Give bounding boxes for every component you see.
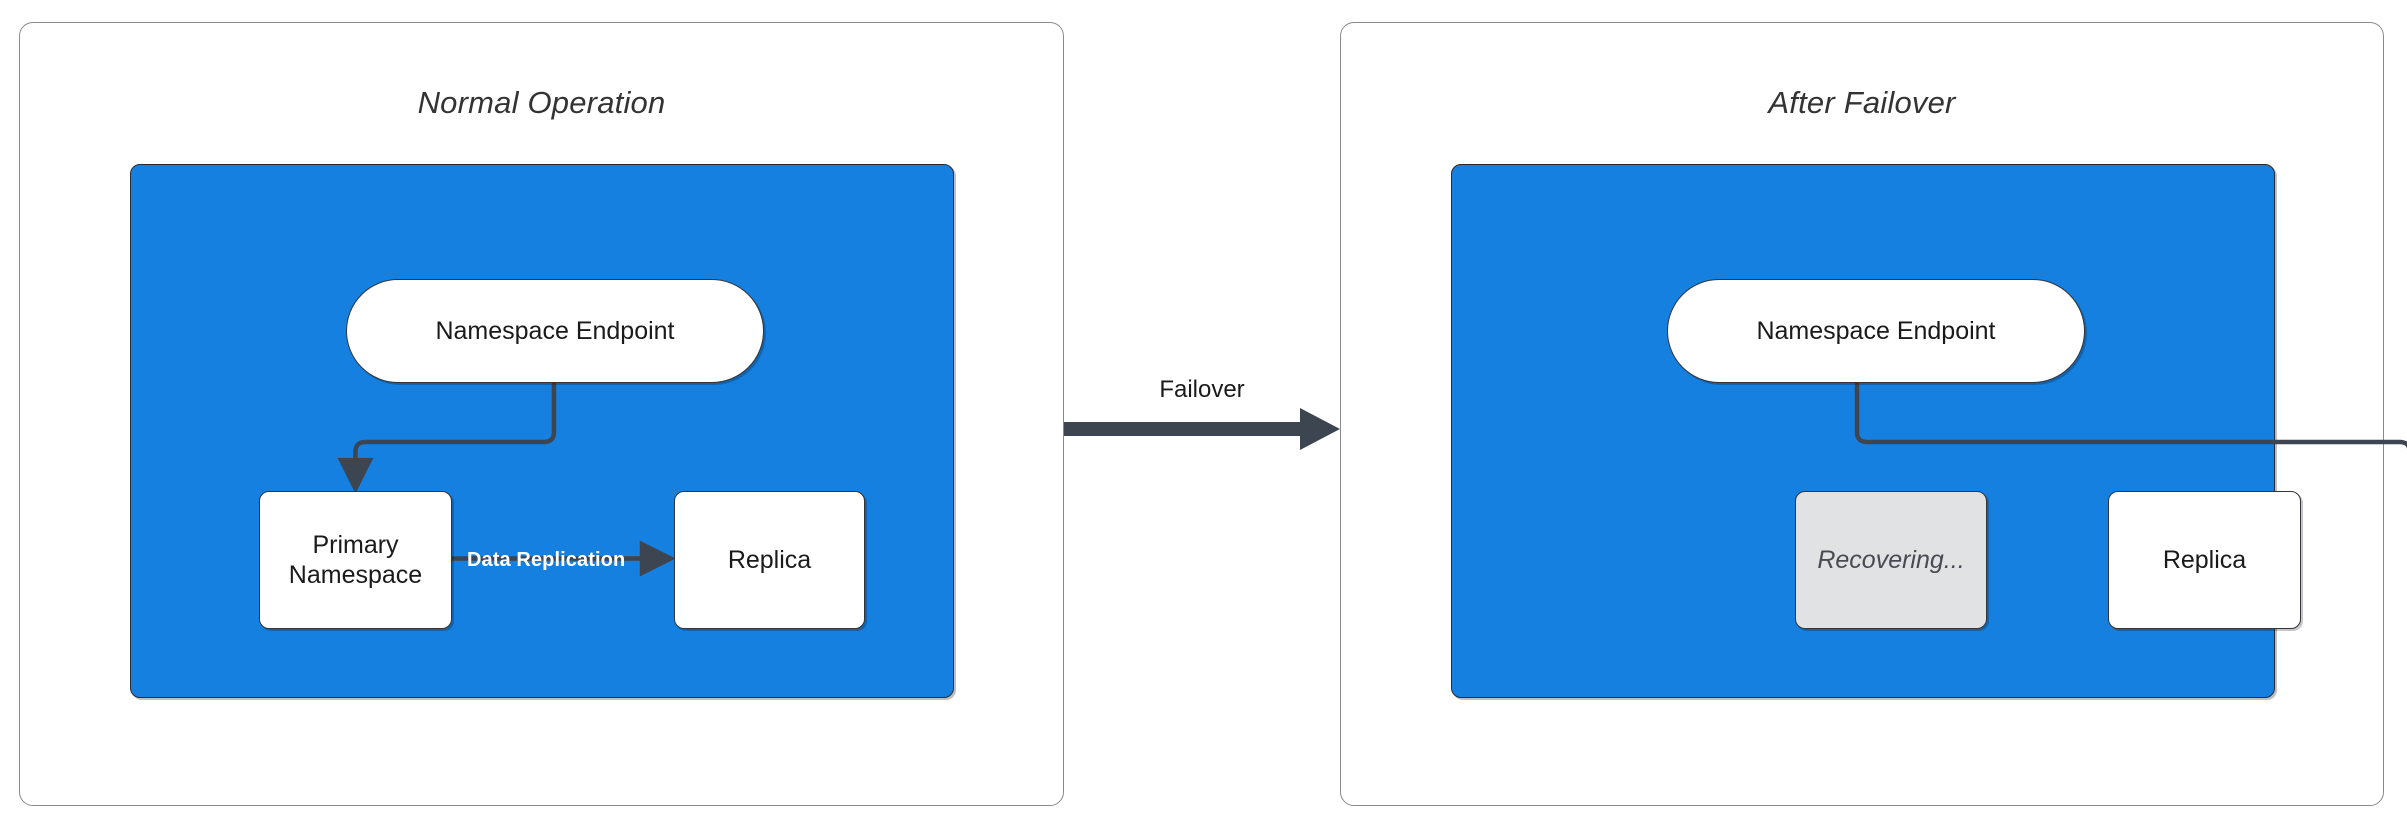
panel-after-failover: After Failover Namespace Endpoint Recove… xyxy=(1340,22,2407,806)
node-label: Replica xyxy=(2162,545,2247,574)
node-label: Primary Namespace xyxy=(289,530,422,591)
cluster-normal-operation: Data Replication Namespace Endpoint Prim… xyxy=(130,164,954,698)
node-recovering[interactable]: Recovering... xyxy=(1795,491,1987,629)
node-label: Replica xyxy=(727,545,812,574)
cluster-after-failover: Namespace Endpoint Recovering... Replica xyxy=(1451,164,2407,698)
node-label: Namespace Endpoint xyxy=(435,316,675,345)
edge-label-data-replication: Data Replication xyxy=(467,549,626,571)
node-label: Recovering... xyxy=(1817,545,1965,574)
node-label: Namespace Endpoint xyxy=(1756,316,1996,345)
failover-label: Failover xyxy=(1159,376,1245,403)
node-label-line2: Namespace xyxy=(288,561,423,589)
failover-arrow-icon xyxy=(1064,408,1340,450)
failover-transition: Failover xyxy=(1064,376,1340,486)
node-label-line1: Primary xyxy=(312,530,399,559)
node-namespace-endpoint[interactable]: Namespace Endpoint xyxy=(346,279,764,383)
node-namespace-endpoint[interactable]: Namespace Endpoint xyxy=(1667,279,2085,383)
node-replica[interactable]: Replica xyxy=(674,491,865,629)
node-replica[interactable]: Replica xyxy=(2108,491,2301,629)
node-primary-namespace[interactable]: Primary Namespace xyxy=(259,491,452,629)
panel-title-normal-operation: Normal Operation xyxy=(417,85,666,120)
panel-title-after-failover: After Failover xyxy=(1768,85,1956,120)
panel-normal-operation: Normal Operation Da xyxy=(19,22,1064,806)
